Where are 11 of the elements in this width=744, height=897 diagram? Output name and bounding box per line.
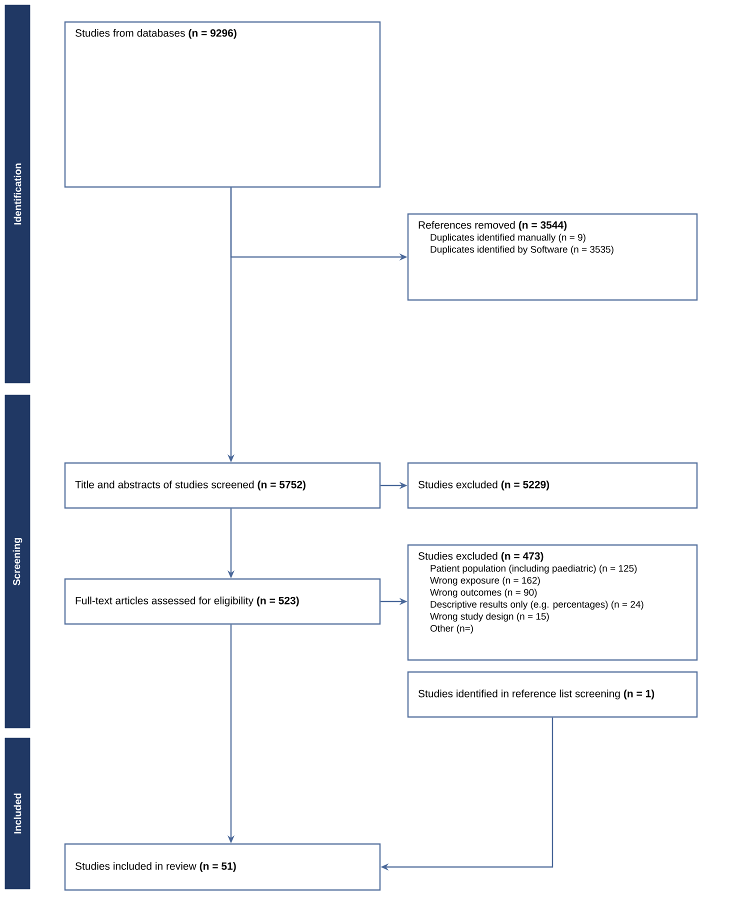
process-box: Studies identified in reference list screening (n = 1) (407, 671, 698, 718)
section-band: Included (4, 738, 30, 890)
section-band: Screening (4, 394, 30, 728)
process-box: Title and abstracts of studies screened (n = 5752) (64, 462, 381, 509)
process-box: Studies excluded (n = 473) Patient population (including paediatric) (n = 125) Wrong exposure (n = 162) Wrong outcomes (n = 90) Descriptive results only (e.g. percentages) (n = 24) Wrong study design (n = 15) Other (n=) (407, 544, 698, 661)
process-box: Studies included in review (n = 51) (64, 843, 381, 891)
process-box: Studies excluded (n = 5229) (407, 462, 698, 509)
process-box: Full-text articles assessed for eligibility (n = 523) (64, 578, 381, 625)
process-box: Studies from databases (n = 9296) (64, 21, 381, 188)
section-band: Identification (4, 4, 30, 384)
process-box: References removed (n = 3544) Duplicates identified manually (n = 9) Duplicates identified by Software (n = 3535) (407, 213, 698, 301)
